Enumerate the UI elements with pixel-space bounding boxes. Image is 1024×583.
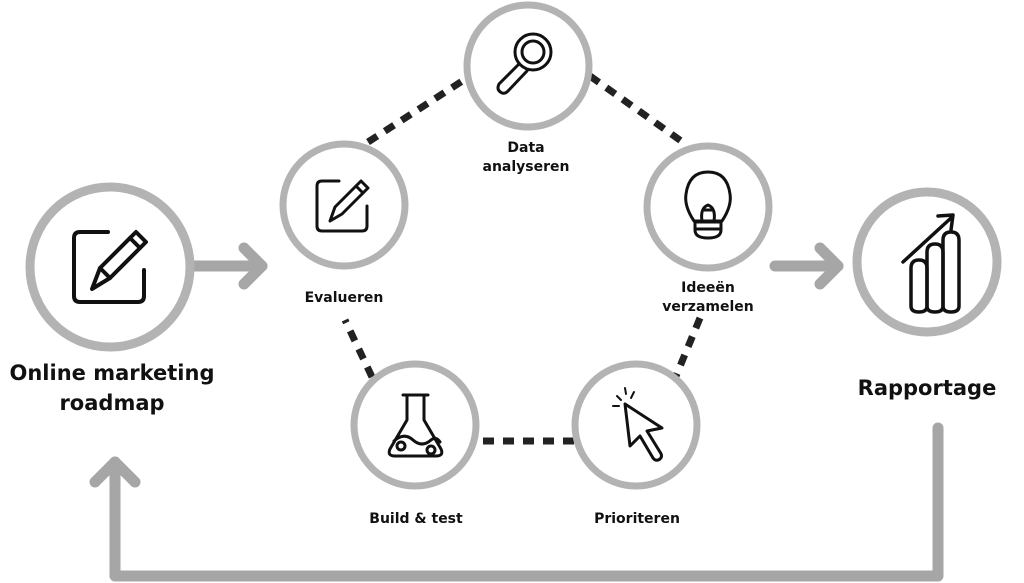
start-node-label-line1: Online marketing — [9, 361, 215, 385]
flow-arrows — [89, 242, 944, 582]
connector-data-ideeen — [587, 73, 687, 146]
step-label-ideeen-verzamelen: Ideeën verzamelen — [638, 279, 778, 317]
arrow-feedback-loop — [89, 422, 944, 582]
connector-evalueren-data — [366, 75, 469, 145]
cursor-click-icon — [612, 387, 664, 462]
ring-data-analyseren — [463, 1, 593, 131]
step-label-evalueren: Evalueren — [304, 290, 384, 306]
end-node-label: Rapportage — [857, 376, 997, 400]
edit-icon — [72, 230, 148, 304]
connector-build-evalueren — [341, 318, 376, 379]
growth-chart-icon — [901, 213, 961, 314]
arrow-cycle-to-rapportage — [769, 242, 844, 290]
ring-prioriteren — [571, 360, 701, 490]
step-label-line2: analyseren — [482, 159, 570, 175]
lightbulb-icon — [684, 170, 732, 240]
edit-icon — [315, 179, 370, 233]
flask-icon — [387, 393, 444, 458]
start-node-label: Online marketing roadmap — [0, 358, 242, 418]
step-label-data-analyseren: Data analyseren — [456, 139, 596, 177]
cycle-connectors — [341, 73, 704, 445]
ring-evalueren — [279, 140, 409, 270]
step-label-build-test: Build & test — [369, 511, 463, 527]
ring-ideeen-verzamelen — [643, 142, 773, 272]
rings — [25, 1, 1002, 490]
arrow-start-to-cycle — [189, 242, 268, 290]
magnifier-icon — [496, 32, 553, 95]
start-node-label-line2: roadmap — [59, 391, 165, 415]
step-label-line2: verzamelen — [662, 299, 754, 315]
connector-ideeen-prioriteren — [672, 316, 704, 378]
ring-start — [25, 182, 195, 352]
step-label-line1: Ideeën — [681, 280, 735, 296]
step-label-prioriteren: Prioriteren — [594, 511, 680, 527]
step-label-line1: Data — [507, 140, 545, 156]
ring-build-test — [350, 360, 480, 490]
